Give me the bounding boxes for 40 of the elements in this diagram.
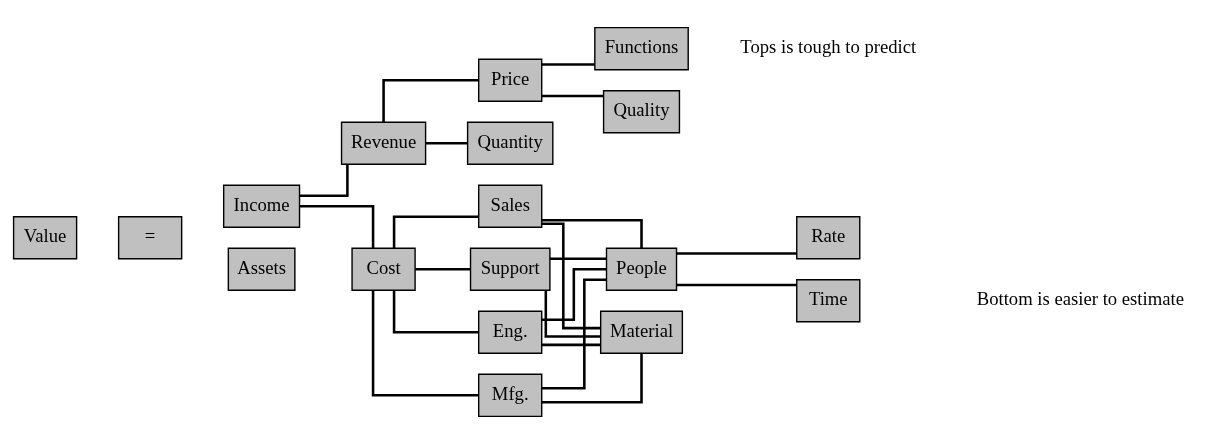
connector — [542, 222, 601, 330]
connector — [425, 141, 468, 145]
node-box: Price — [478, 58, 543, 102]
connector — [542, 278, 607, 390]
connector — [542, 94, 604, 98]
connector — [544, 290, 601, 338]
connector — [382, 78, 479, 122]
node-box: Functions — [594, 26, 689, 71]
node-box: Sales — [478, 184, 543, 228]
connector — [542, 63, 595, 66]
node-box: Support — [469, 247, 551, 291]
connector — [392, 215, 479, 249]
node-box: Material — [599, 310, 684, 354]
node-box: Cost — [351, 247, 416, 291]
node-box: Mfg. — [478, 373, 543, 418]
connector — [542, 268, 607, 321]
connector — [542, 353, 643, 404]
connector — [371, 290, 479, 397]
node-box: Time — [796, 279, 861, 323]
connector — [542, 343, 601, 347]
node-box: Quantity — [466, 121, 554, 165]
connector — [676, 283, 797, 287]
node-box: Rate — [796, 216, 861, 260]
node-box: = — [117, 216, 183, 260]
connector — [549, 257, 607, 261]
label: Bottom is easier to estimate — [976, 288, 1184, 310]
node-box: Revenue — [340, 121, 427, 165]
connector — [676, 252, 797, 255]
connector — [542, 218, 643, 249]
label: Tops is tough to predict — [740, 36, 917, 58]
node-box: Quality — [602, 90, 681, 134]
node-box: People — [605, 247, 678, 291]
node-box: Assets — [227, 247, 296, 291]
connector — [300, 164, 349, 198]
node-box: Eng. — [478, 310, 543, 354]
connector — [299, 204, 375, 248]
connector — [415, 268, 471, 271]
node-box: Income — [222, 184, 301, 228]
connector — [392, 290, 479, 334]
node-box: Value — [12, 216, 78, 260]
